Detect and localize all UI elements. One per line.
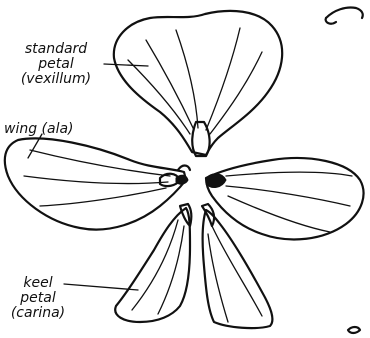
standard-petal-label: standard petal (vexillum)	[8, 42, 104, 87]
corner-mark	[348, 327, 360, 333]
leader-lines	[28, 64, 148, 290]
keel-label-line-3: (carina)	[6, 306, 70, 321]
wing-label-text: wing (ala)	[4, 121, 74, 137]
standard-label-line-3: (vexillum)	[8, 72, 104, 87]
keel-label-line-2: petal	[6, 291, 70, 306]
wing-petal-right	[206, 158, 364, 239]
corner-curl-sketch	[326, 7, 363, 23]
keel-label-line-1: keel	[6, 276, 70, 291]
center-column	[176, 166, 190, 185]
keel-petal-left	[115, 204, 191, 322]
wing-petal-label: wing (ala)	[4, 122, 74, 137]
standard-petal	[114, 11, 282, 156]
standard-label-line-1: standard	[8, 42, 104, 57]
keel-petal-label: keel petal (carina)	[6, 276, 70, 321]
standard-leader-line	[104, 64, 148, 66]
keel-leader-line	[64, 284, 138, 290]
standard-label-line-2: petal	[8, 57, 104, 72]
